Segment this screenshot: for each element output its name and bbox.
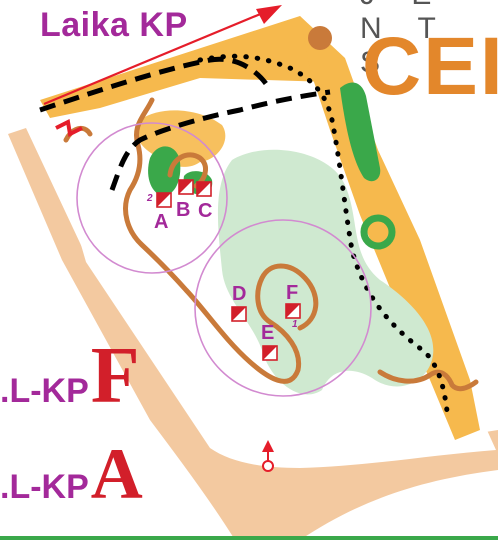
dashed-track-1 <box>39 56 273 113</box>
green-strip <box>340 82 381 182</box>
open-land-top <box>40 16 340 118</box>
green-ring <box>360 214 396 250</box>
control-label-a: A <box>154 211 169 233</box>
control-label-c: C <box>198 200 213 222</box>
legend-label-f: .L-KP <box>0 372 89 410</box>
legend-letter-a: A <box>90 434 143 514</box>
legend-row-a: .L-KP A <box>0 434 143 514</box>
map-title: Laika KP <box>40 6 188 44</box>
tree-dot <box>308 26 332 50</box>
legend-letter-f: F <box>90 332 140 420</box>
course-circle-2 <box>194 219 372 397</box>
control-label-e: E <box>261 322 275 344</box>
control-label-f: F <box>286 282 299 304</box>
bottom-rule <box>0 536 498 540</box>
control-flag-a <box>156 192 172 208</box>
control-flag-d <box>231 306 247 322</box>
start-marker-icon <box>262 440 274 472</box>
loop-path <box>167 152 208 189</box>
control-flag-e <box>262 345 278 361</box>
control-flag-c <box>196 181 212 197</box>
road-band <box>8 128 498 540</box>
control-label-d: D <box>232 283 247 305</box>
north-arrow-icon <box>43 5 282 137</box>
control-flag-b <box>178 179 194 195</box>
main-path <box>123 97 319 384</box>
dashed-track-2 <box>109 89 331 191</box>
south-east-path <box>377 369 479 392</box>
brand-logo-text: CEI <box>362 21 498 112</box>
control-number-f: 1 <box>292 319 298 330</box>
control-flag-icon <box>156 179 301 361</box>
course-circle-1 <box>76 122 228 274</box>
legend-label-a: .L-KP <box>0 467 89 506</box>
control-number-a: 2 <box>147 193 153 204</box>
brand-top-text: J E N T S <box>360 0 450 79</box>
control-label-b: B <box>176 199 191 221</box>
legend-row-f: .L-KP F <box>0 332 140 420</box>
control-flag-f <box>285 303 301 319</box>
green-patch-1 <box>148 146 181 196</box>
light-green-area <box>217 149 434 395</box>
